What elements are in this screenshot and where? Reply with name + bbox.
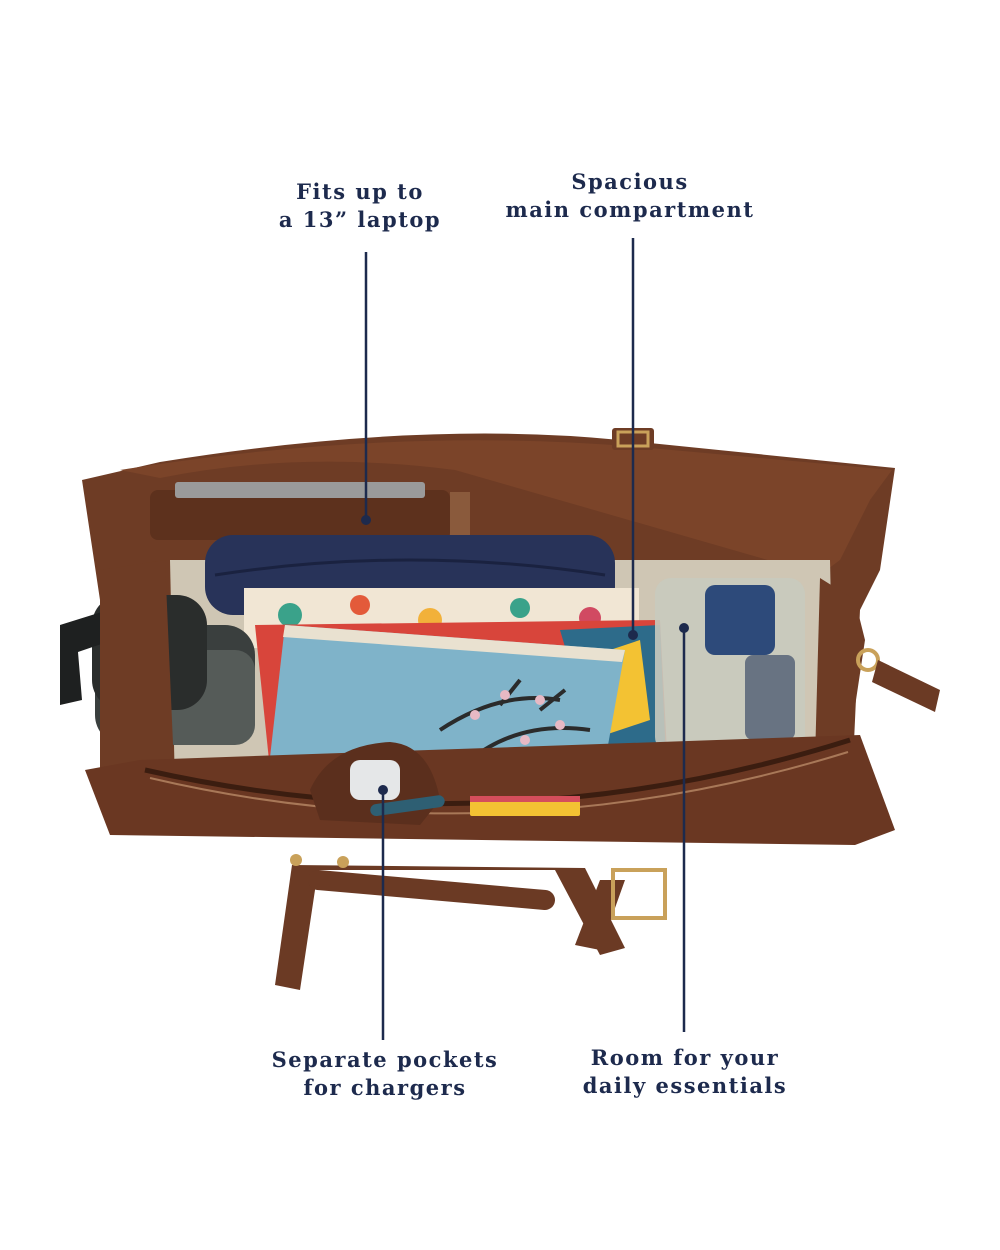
callout-room-line1: Room for your (590, 1045, 780, 1070)
callout-pocket-line1: Separate pockets (271, 1047, 499, 1072)
zipper-pull (872, 660, 940, 712)
laptop-sleeve (150, 490, 450, 540)
callout-dot-essentials (679, 623, 689, 633)
bag-right-gusset (815, 578, 865, 760)
callout-laptop-line2: a 13” laptop (278, 207, 442, 232)
callout-main-line1: Spacious (571, 169, 689, 194)
laptop (175, 482, 425, 498)
callout-daily-essentials: Room for your daily essentials (560, 1044, 810, 1100)
callout-charger-pockets: Separate pockets for chargers (255, 1046, 515, 1102)
callout-room-line2: daily essentials (582, 1073, 788, 1098)
bag-left-gusset (100, 560, 175, 800)
sleeve-strap (450, 492, 470, 540)
front-pocket (85, 735, 895, 845)
handle-buckle (611, 868, 667, 920)
charger-plug (350, 760, 400, 800)
callout-main-compartment: Spacious main compartment (500, 168, 760, 224)
bag-top-flap (120, 440, 892, 575)
callout-pocket-line2: for chargers (303, 1075, 467, 1100)
callout-dot-pocket (378, 785, 388, 795)
callout-laptop-line1: Fits up to (296, 179, 424, 204)
callout-dot-main (628, 630, 638, 640)
callout-laptop: Fits up to a 13” laptop (260, 178, 460, 234)
container-lid-clip (705, 585, 775, 655)
notepad (470, 800, 580, 816)
callout-main-line2: main compartment (505, 197, 755, 222)
pen (370, 795, 445, 817)
callout-dot-laptop (361, 515, 371, 525)
